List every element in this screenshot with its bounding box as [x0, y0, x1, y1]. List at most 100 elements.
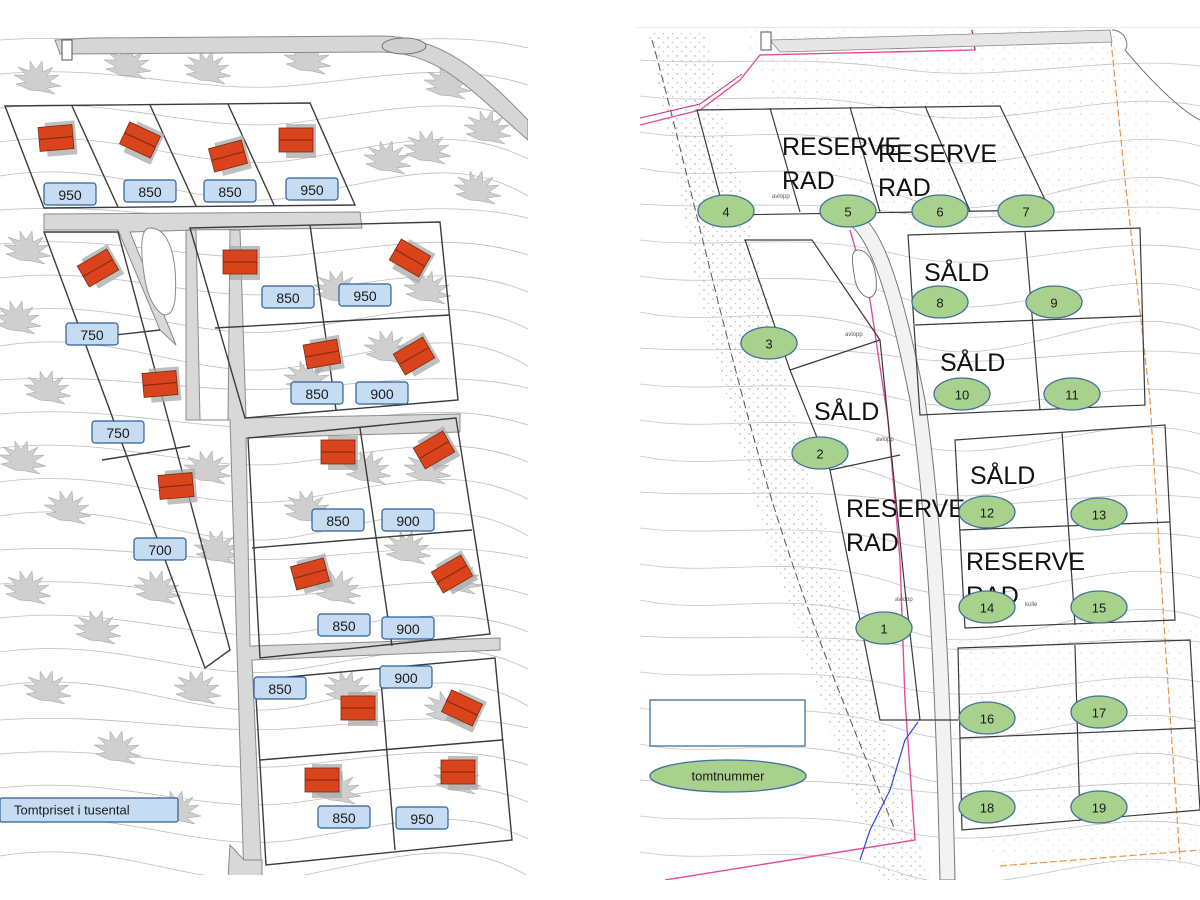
orange-boundary — [999, 29, 1200, 867]
plot-oval: 1 — [855, 611, 913, 645]
price-box: 950 — [338, 283, 392, 307]
road-south-extension — [227, 843, 263, 875]
house-icon — [302, 334, 345, 374]
price-box: 900 — [381, 508, 435, 532]
turning-loop-ne — [1111, 29, 1200, 121]
price-box: 950 — [285, 177, 339, 201]
small-map-label: avlopp — [895, 597, 913, 603]
plot-oval: 6 — [911, 194, 969, 228]
status-label: SÅLD — [924, 257, 989, 287]
price-value: 900 — [370, 386, 394, 402]
plot-number: 11 — [1065, 388, 1079, 403]
house-icon — [222, 246, 260, 280]
price-value: 950 — [58, 187, 82, 203]
plot-oval: 9 — [1025, 285, 1083, 319]
plot-number: 6 — [936, 205, 943, 220]
contour-line — [639, 635, 1200, 650]
legend-empty-box — [649, 699, 806, 747]
plot-number: 17 — [1092, 706, 1106, 721]
price-box: 700 — [133, 537, 187, 561]
contour-line — [639, 743, 1200, 785]
price-value: 700 — [148, 542, 172, 558]
plot-number: 3 — [765, 337, 772, 352]
contour-line — [0, 851, 528, 875]
price-box: 950 — [395, 806, 449, 830]
contour-line — [0, 308, 528, 333]
price-labels: 950 850 850 950 850 950 750 850 900 750 850 900 700 8… — [43, 177, 449, 830]
price-value: 850 — [326, 513, 350, 529]
dotted-area-south — [930, 620, 1200, 870]
price-box: 850 — [317, 613, 371, 637]
house-icon — [37, 120, 78, 157]
price-box: 850 — [311, 508, 365, 532]
status-labels: RESERVERADRESERVERADSÅLDSÅLDSÅLDRESERVER… — [782, 133, 1085, 610]
legend-oval — [649, 759, 807, 793]
dotted-area-east — [740, 30, 1160, 230]
contour-line — [640, 888, 1200, 900]
status-label: SÅLD — [940, 347, 1005, 377]
plot-number: 7 — [1022, 205, 1029, 220]
contour-line — [0, 888, 528, 899]
price-value: 900 — [394, 670, 418, 686]
plot-oval: 12 — [958, 495, 1016, 529]
plot-number: 8 — [936, 296, 943, 311]
contour-line — [639, 239, 1200, 263]
plot-number: 2 — [816, 447, 823, 462]
contour-line — [0, 104, 528, 126]
house-icon — [157, 468, 198, 505]
status-line-1: RESERVE — [846, 495, 965, 523]
price-value: 950 — [300, 182, 324, 198]
price-box: 750 — [65, 322, 119, 346]
small-map-label: kulle — [1025, 602, 1038, 608]
plot-oval: 10 — [933, 377, 991, 411]
contour-line — [639, 383, 1200, 407]
price-value: 750 — [106, 425, 130, 441]
price-box: 850 — [123, 179, 177, 203]
plot-oval: 15 — [1070, 590, 1128, 624]
house-icon — [440, 689, 487, 733]
plot-oval: 5 — [819, 194, 877, 228]
contour-line — [639, 851, 1200, 880]
small-map-label: avlopp — [845, 332, 863, 338]
house-icon — [289, 553, 334, 594]
price-value: 850 — [276, 290, 300, 306]
status-line-1: SÅLD — [940, 347, 1005, 377]
contour-line — [0, 138, 528, 163]
house-icon — [440, 756, 478, 790]
price-box: 850 — [203, 179, 257, 203]
price-legend-label: Tomtpriset i tusental — [14, 803, 130, 818]
contour-line — [639, 671, 1200, 695]
price-box: 850 — [317, 805, 371, 829]
price-value: 850 — [268, 681, 292, 697]
status-line-2: RAD — [782, 167, 835, 195]
status-label: RESERVE RAD — [846, 495, 965, 557]
contour-line — [0, 511, 528, 541]
house-symbols — [37, 120, 487, 798]
status-line-1: RESERVE — [966, 548, 1085, 576]
price-value: 850 — [305, 386, 329, 402]
house-icon — [118, 121, 165, 165]
price-box: 850 — [261, 285, 315, 309]
status-line-2: RAD — [846, 529, 899, 557]
contour-line — [639, 815, 1200, 839]
plot-number: 16 — [980, 712, 994, 727]
plot-number: 18 — [980, 801, 994, 816]
blue-waterline — [859, 721, 919, 861]
price-box: 850 — [290, 381, 344, 405]
contour-line — [639, 491, 1200, 506]
house-icon — [76, 244, 125, 289]
price-value: 850 — [218, 184, 242, 200]
contour-line — [639, 167, 1200, 209]
left-plot-boundaries — [3, 102, 513, 866]
house-icon — [304, 764, 342, 798]
plot-oval: 18 — [958, 790, 1016, 824]
price-box: 750 — [91, 420, 145, 444]
price-value: 950 — [410, 811, 434, 827]
right-road-loop — [851, 249, 877, 298]
plot-oval: 19 — [1070, 790, 1128, 824]
plot-oval: 16 — [958, 701, 1016, 735]
